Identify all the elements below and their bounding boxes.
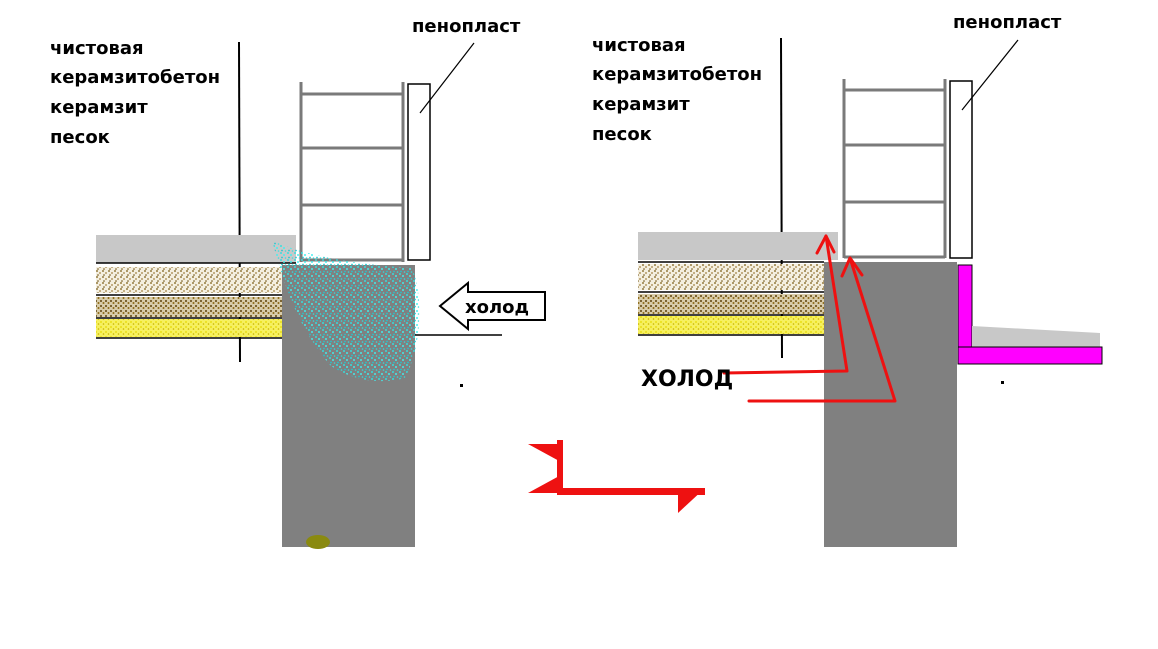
right-brick-wall: [842, 79, 947, 259]
right-sand-layer: [638, 316, 824, 334]
left-foam-label: пенопласт: [412, 16, 521, 37]
left-brick-wall: [299, 82, 405, 262]
right-layer-label-keramzit: керамзит: [592, 94, 690, 115]
left-stain: [306, 535, 330, 549]
left-layer-label-sand: песок: [50, 127, 110, 148]
right-finish-layer: [638, 232, 838, 260]
left-panel: чистовая керамзитобетон керамзит песок п…: [50, 16, 546, 549]
right-foam-label: пенопласт: [953, 12, 1062, 33]
right-keramzitobeton-layer: [638, 264, 824, 290]
left-sand-layer: [96, 319, 282, 337]
right-panel: чистовая керамзитобетон керамзит песок п…: [592, 12, 1103, 547]
right-foundation: [824, 262, 957, 547]
right-foam-leader: [961, 39, 1019, 111]
right-layer-label-keramzitobeton: керамзитобетон: [592, 64, 762, 85]
left-layer-label-keramzitobeton: керамзитобетон: [50, 67, 220, 88]
right-vertical-insulation: [957, 264, 973, 348]
right-foam-insulation: [949, 80, 973, 259]
left-keramzitobeton-layer: [96, 267, 282, 293]
right-blind-area: [972, 326, 1100, 347]
left-cold-label: холод: [465, 297, 529, 318]
left-cold-arrow: [438, 280, 546, 332]
left-layer-label-finish: чистовая: [50, 38, 144, 59]
left-foam-insulation: [407, 83, 431, 261]
right-keramzit-layer: [638, 294, 824, 314]
transition-arrow: [528, 440, 705, 513]
right-horizontal-insulation: [957, 346, 1103, 365]
right-layer-label-finish: чистовая: [592, 35, 686, 56]
left-foam-leader: [419, 42, 475, 114]
right-cold-arrows: [722, 234, 897, 403]
right-cold-label: ХОЛОД: [641, 367, 733, 392]
left-finish-layer: [96, 235, 296, 263]
left-dot: [460, 384, 463, 387]
left-keramzit-layer: [96, 297, 282, 317]
left-cold-spray: [272, 240, 420, 382]
left-layer-label-keramzit: керамзит: [50, 97, 148, 118]
right-layer-label-sand: песок: [592, 124, 652, 145]
right-dot: [1001, 381, 1004, 384]
